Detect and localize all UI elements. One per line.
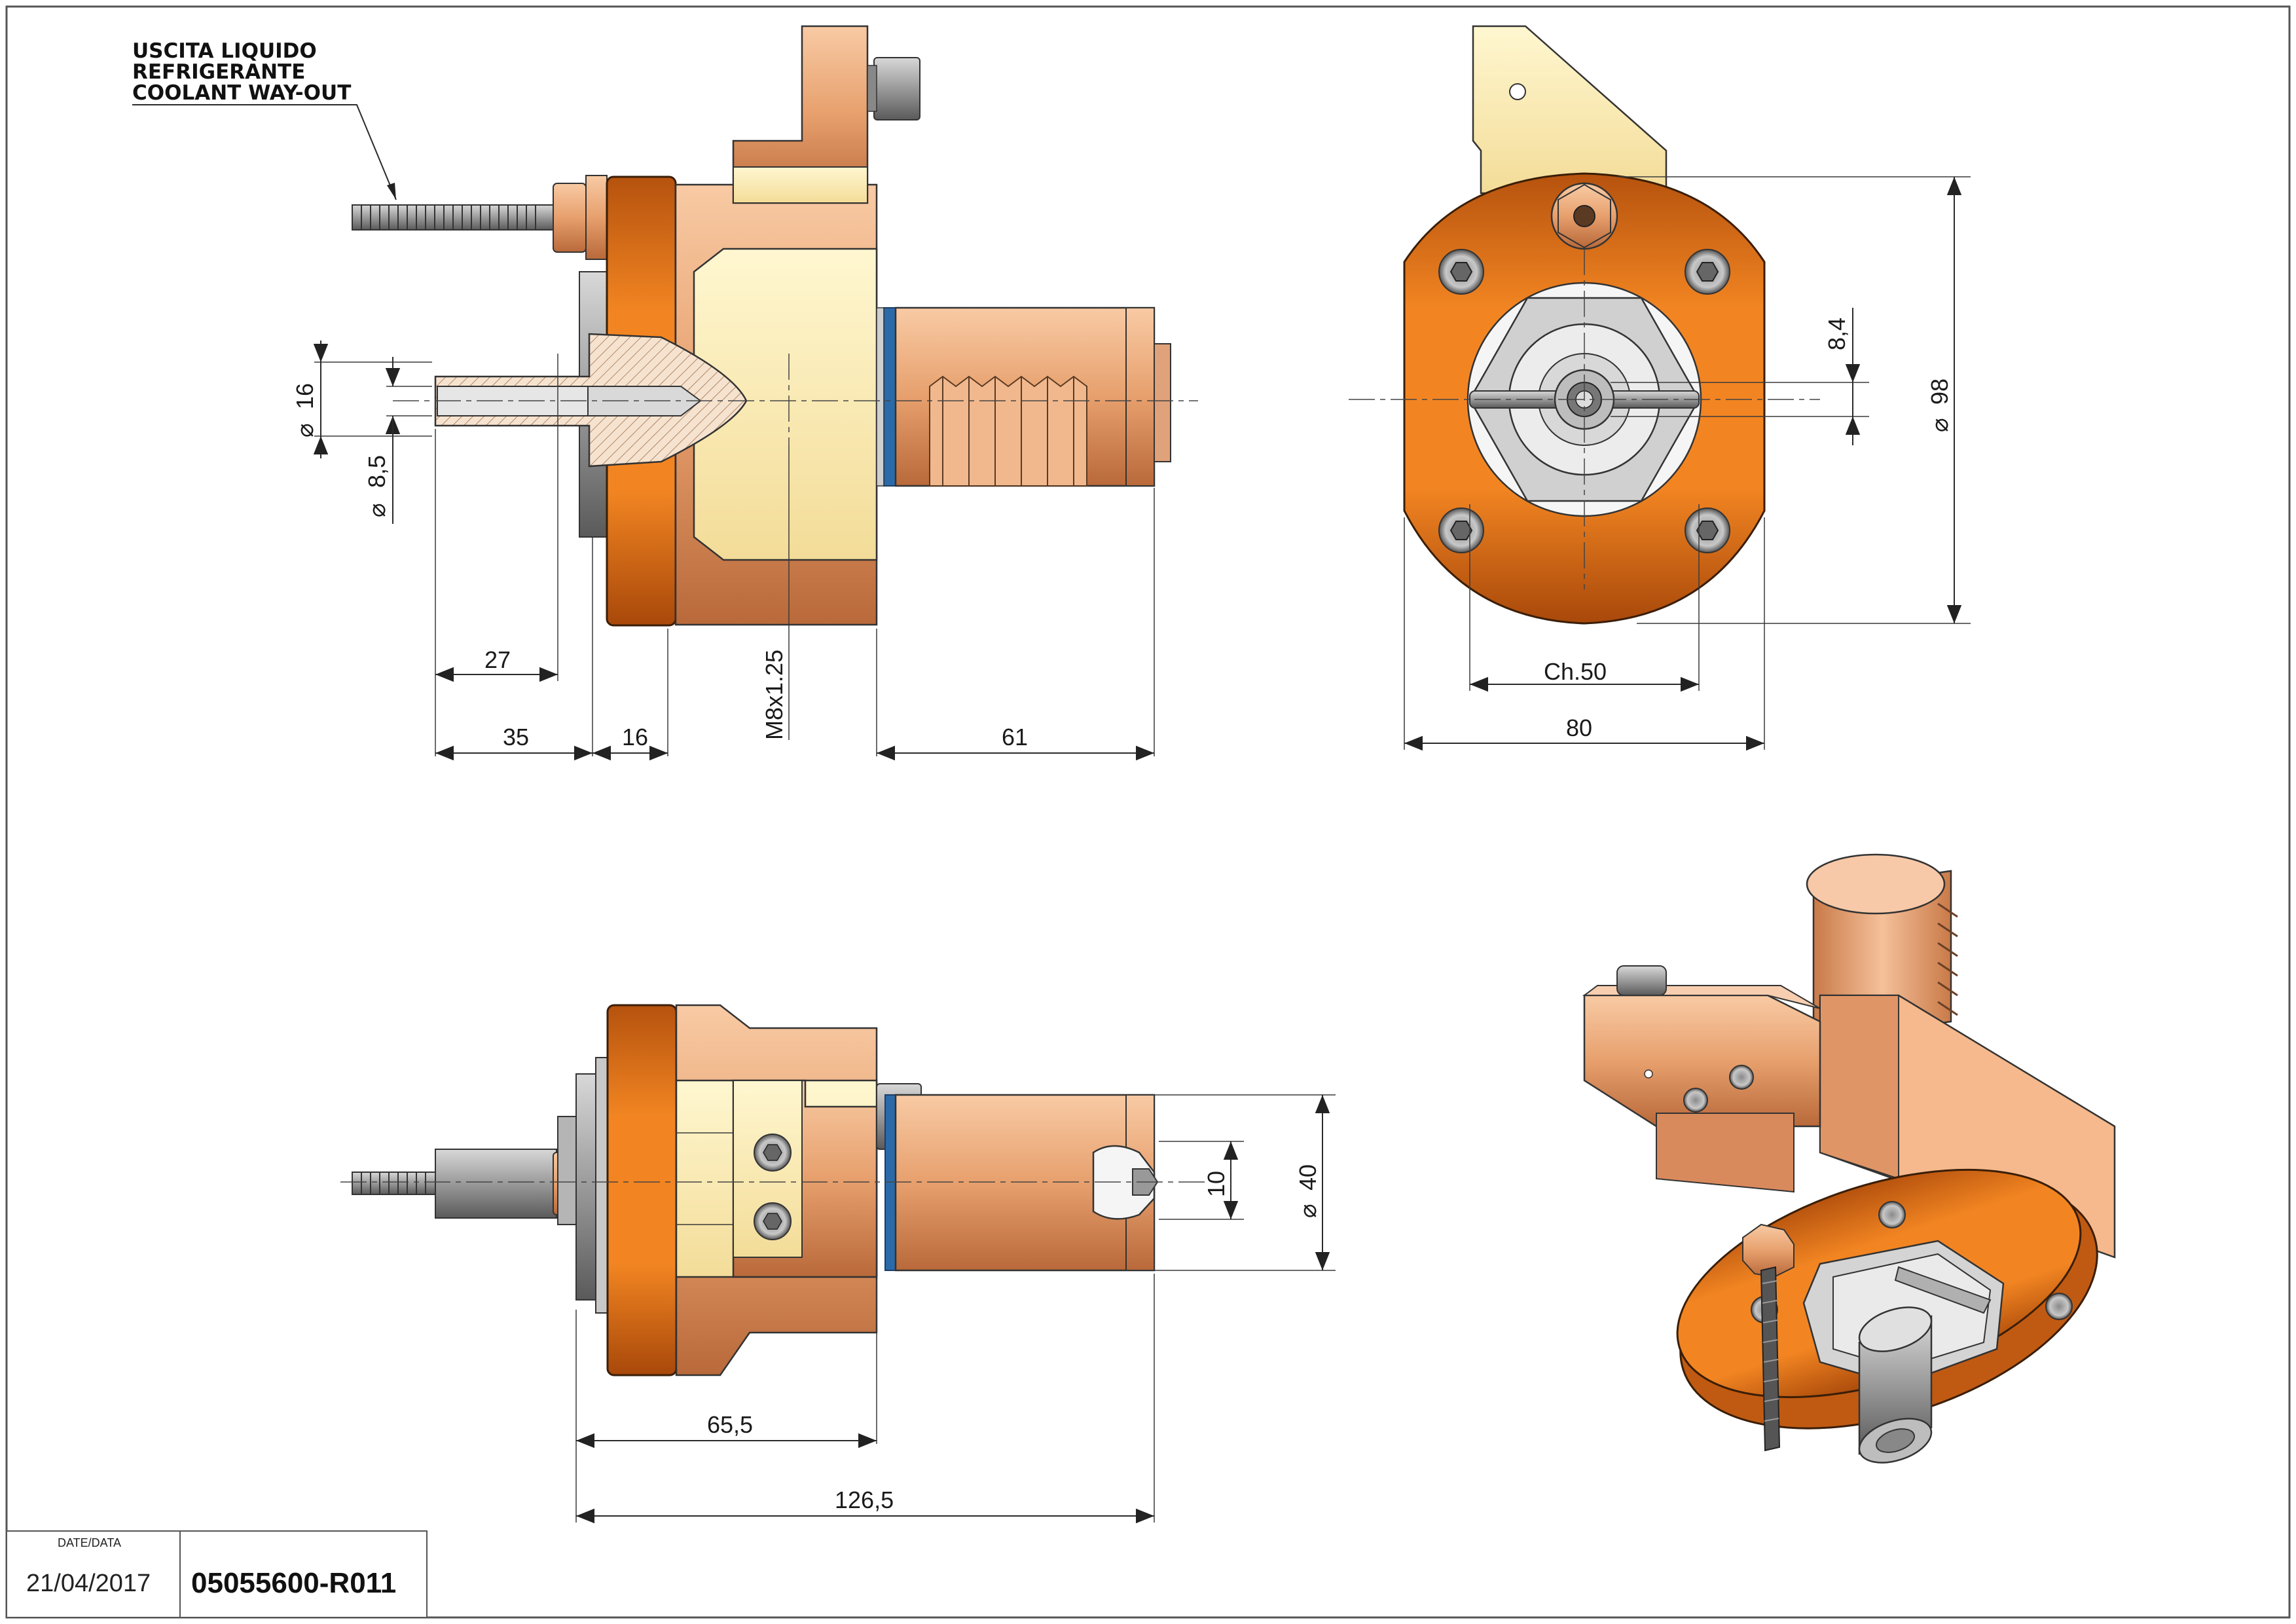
serrations	[929, 375, 1087, 487]
top-view: 10 40 ⌀ 65,5 126,5	[340, 1004, 1336, 1524]
svg-text:⌀: ⌀	[1926, 418, 1953, 432]
dim-16-value: 16	[622, 724, 648, 750]
dim-8-4: 8,4	[1823, 308, 1861, 445]
front-bracket	[1472, 25, 1667, 194]
dim-d16-value: 16	[291, 383, 318, 409]
dim-ch50: Ch.50	[1470, 658, 1699, 692]
note-line-2: REFRIGERANTE	[132, 60, 305, 84]
side-view: USCITA LIQUIDO REFRIGERANTE COOLANT WAY-…	[132, 25, 1198, 761]
dim-126-5-value: 126,5	[835, 1486, 894, 1513]
dim-61-value: 61	[1002, 724, 1028, 750]
svg-text:⌀: ⌀	[1294, 1204, 1321, 1218]
dim-80-value: 80	[1566, 714, 1592, 741]
front-view: 8,4 98 ⌀ Ch.50 80	[1349, 25, 1971, 751]
dim-10: 10	[1203, 1141, 1239, 1219]
dim-thread-value: M8x1.25	[761, 650, 788, 740]
dim-35: 35	[435, 724, 592, 761]
iso-view	[1582, 853, 2116, 1464]
dim-40: 40 ⌀	[1294, 1095, 1330, 1270]
coolant-note: USCITA LIQUIDO REFRIGERANTE COOLANT WAY-…	[132, 39, 397, 200]
dim-65-5: 65,5	[576, 1411, 877, 1449]
dim-40-value: 40	[1294, 1164, 1321, 1190]
tool-pocket	[1092, 1145, 1156, 1220]
coolant-rod	[352, 175, 608, 260]
drawing-code: 05055600-R011	[191, 1567, 396, 1599]
dim-35-value: 35	[503, 724, 529, 750]
dim-98-value: 98	[1926, 378, 1953, 405]
dim-8-4-value: 8,4	[1823, 318, 1850, 350]
title-block: DATE/DATA 21/04/2017 05055600-R011	[6, 1530, 428, 1618]
sheet-border	[5, 5, 2291, 1619]
dim-d8-5-value: 8,5	[363, 455, 390, 488]
dim-ch50-value: Ch.50	[1544, 658, 1607, 685]
dim-98: 98 ⌀	[1926, 177, 1962, 623]
dim-27-value: 27	[484, 646, 511, 673]
dim-80: 80	[1404, 714, 1764, 751]
dim-thread: M8x1.25	[761, 650, 788, 740]
note-line-1: USCITA LIQUIDO	[132, 39, 317, 63]
svg-text:⌀: ⌀	[291, 423, 318, 437]
dim-126-5: 126,5	[576, 1486, 1154, 1524]
dim-d16: 16 ⌀	[291, 341, 432, 458]
date-label: DATE/DATA	[58, 1536, 121, 1549]
dim-16: 16	[592, 724, 668, 761]
cream-block	[693, 248, 878, 561]
top-bracket	[732, 25, 920, 204]
date-value: 21/04/2017	[26, 1570, 151, 1597]
dim-10-value: 10	[1203, 1171, 1230, 1197]
note-line-3: COOLANT WAY-OUT	[132, 81, 351, 105]
note-leader	[132, 104, 397, 200]
dim-d8-5: 8,5 ⌀	[363, 357, 432, 524]
dim-65-5-value: 65,5	[707, 1411, 753, 1438]
top-flange	[606, 1004, 678, 1376]
o-ring	[883, 307, 896, 487]
dim-61: 61	[877, 724, 1154, 761]
dim-27: 27	[435, 646, 558, 682]
svg-text:⌀: ⌀	[363, 503, 390, 517]
flange-bolts	[1438, 249, 1730, 553]
